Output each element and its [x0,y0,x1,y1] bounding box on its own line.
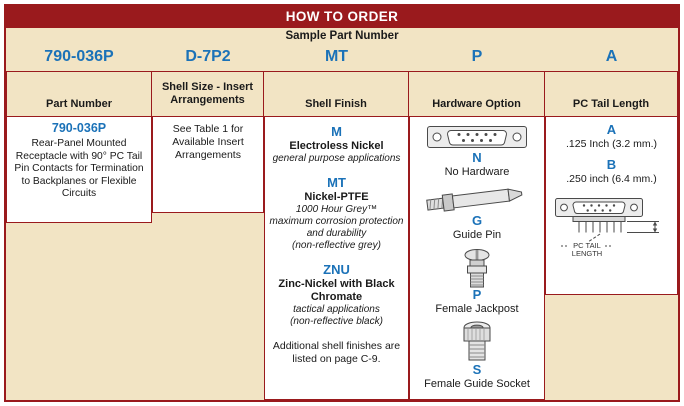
pc-tail-length-column: A .125 Inch (3.2 mm.) B .250 inch (6.4 m… [545,117,678,400]
shell-size-cell: See Table 1 for Available Insert Arrange… [152,117,264,213]
female-guide-socket-icon [463,321,491,361]
shell-finish-code: ZNU [323,261,350,277]
shell-finish-note: general purpose applications [272,153,401,165]
column-header-part-number: Part Number [6,71,152,117]
table-title: HOW TO ORDER [6,6,678,28]
shell-finish-column: M Electroless Nickel general purpose app… [264,117,409,400]
guide-pin-icon [426,188,523,212]
hardware-label: No Hardware [444,165,510,178]
content-row: 790-036P Rear-Panel Mounted Receptacle w… [6,117,678,400]
female-jackpost-icon [464,248,490,288]
sample-code-hardware: P [471,48,483,65]
pc-tail-diagram-label-line1: PC TAIL [573,241,601,250]
connector-side-view-icon: PC TAIL LENGTH [554,198,659,258]
hardware-label: Female Jackpost [435,302,519,315]
part-number-cell: 790-036P Rear-Panel Mounted Receptacle w… [6,117,152,223]
hardware-code: P [472,286,482,302]
column-header-row: Part Number Shell Size - Insert Arrangem… [6,71,678,117]
part-number-code: 790-036P [51,121,107,135]
shell-finish-option-mt: MT Nickel-PTFE 1000 Hour Grey™ maximum c… [268,175,405,252]
sample-part-number-label: Sample Part Number [285,30,399,42]
pc-tail-option-b: B .250 inch (6.4 mm.) [549,156,674,186]
column-header-pc-tail-length: PC Tail Length [545,71,678,117]
pc-tail-length-cell: A .125 Inch (3.2 mm.) B .250 inch (6.4 m… [545,117,678,295]
shell-finish-name: Electroless Nickel [289,139,384,152]
hardware-option-s: S Female Guide Socket [412,321,542,391]
hardware-option-p: P Female Jackpost [412,248,542,316]
pc-tail-diagram-label-line2: LENGTH [571,249,601,258]
shell-finish-name: Nickel-PTFE [304,191,369,204]
shell-finish-note: (non-reflective grey) [292,239,381,251]
pc-tail-label: .250 inch (6.4 mm.) [566,172,657,185]
shell-finish-footnote: Additional shell finishes are listed on … [272,340,401,365]
pc-tail-label: .125 Inch (3.2 mm.) [565,137,658,150]
hardware-code: G [471,213,483,229]
hardware-option-g: G Guide Pin [412,184,542,242]
shell-finish-option-m: M Electroless Nickel general purpose app… [268,124,405,165]
how-to-order-table: HOW TO ORDER Sample Part Number 790-036P… [4,4,680,402]
column-header-shell-size: Shell Size - Insert Arrangements [152,71,264,117]
shell-finish-code: MT [327,175,346,191]
shell-finish-note: 1000 Hour Grey™ [295,204,378,216]
shell-finish-note: (non-reflective black) [290,316,383,328]
shell-size-column: See Table 1 for Available Insert Arrange… [152,117,264,400]
column-header-shell-finish: Shell Finish [264,71,409,117]
pc-tail-option-a: A .125 Inch (3.2 mm.) [549,122,674,151]
shell-finish-option-znu: ZNU Zinc-Nickel with Black Chromate tact… [268,261,405,328]
sample-code-shell-finish: MT [324,48,349,65]
shell-finish-name: Zinc-Nickel with Black Chromate [278,277,395,304]
shell-finish-code: M [331,124,342,139]
sample-code-shell-size: D-7P2 [185,48,231,65]
hardware-label: Guide Pin [452,229,502,242]
dsub-connector-front-icon [427,126,527,148]
pc-tail-code: B [606,156,617,172]
shell-finish-note: tactical applications [293,304,380,316]
shell-finish-note: maximum corrosion protection and durabil… [269,216,404,240]
hardware-code: S [472,362,482,378]
part-number-description: Rear-Panel Mounted Receptacle with 90° P… [14,138,144,200]
hardware-code: N [472,150,482,165]
sample-code-tail-length: A [605,48,618,65]
shell-finish-cell: M Electroless Nickel general purpose app… [264,117,409,400]
sample-code-part-number: 790-036P [44,48,114,65]
hardware-label: Female Guide Socket [424,377,530,390]
sample-codes-row: 790-036P D-7P2 MT P A [6,45,678,71]
part-number-column: 790-036P Rear-Panel Mounted Receptacle w… [6,117,152,400]
column-header-hardware-option: Hardware Option [409,71,545,117]
hardware-option-n: N No Hardware [412,123,542,179]
pc-tail-code: A [606,122,617,137]
hardware-option-column: N No Hardware G Guide Pin [409,117,545,400]
hardware-option-cell: N No Hardware G Guide Pin [409,117,545,400]
